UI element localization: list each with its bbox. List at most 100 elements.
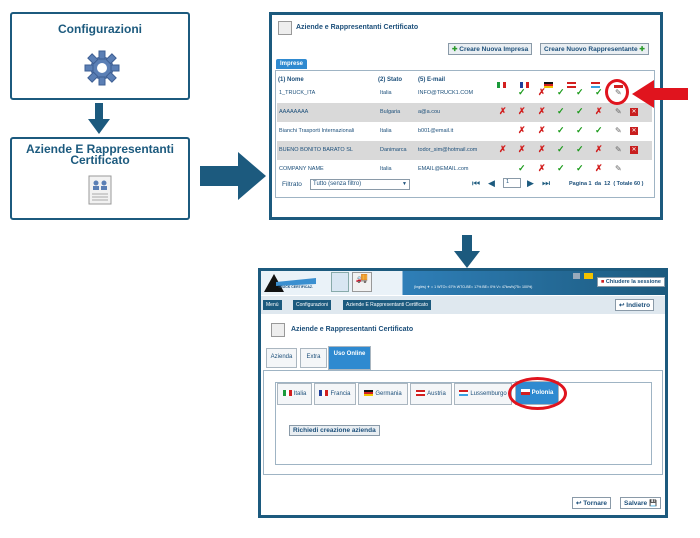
arrow-down-icon — [88, 103, 110, 134]
check-icon: ✓ — [595, 125, 603, 135]
app-icon-a[interactable] — [331, 272, 349, 292]
new-company-button[interactable]: ✚ Creare Nuova Impresa — [448, 43, 533, 55]
filter-value: Tutto (senza filtro) — [313, 181, 362, 187]
cross-icon: ✗ — [538, 125, 546, 135]
edit-icon[interactable]: ✎ — [615, 126, 622, 135]
request-company-button[interactable]: Richiedi creazione azienda — [289, 425, 380, 436]
breadcrumb-menu[interactable]: Menù — [263, 300, 282, 310]
back-button[interactable]: ↩ Indietro — [615, 299, 655, 311]
country-tab-italia[interactable]: Italia — [277, 383, 312, 405]
page-select-value: 1 — [506, 179, 510, 185]
country-label: Francia — [330, 391, 351, 397]
luxembourg-flag-icon — [459, 390, 469, 397]
aziende-rappresentanti-box[interactable]: Aziende E Rappresentanti Certificato — [10, 137, 190, 220]
row-email: b001@email.it — [418, 128, 454, 134]
germany-flag-icon — [543, 81, 553, 88]
next-page-button[interactable]: ▶ — [527, 178, 534, 188]
check-icon: ✓ — [518, 163, 526, 173]
france-flag-icon — [319, 390, 329, 397]
prev-page-button[interactable]: ◀ — [488, 178, 495, 188]
country-label: Germania — [375, 391, 402, 397]
cross-icon: ✗ — [499, 144, 507, 154]
col-header-state[interactable]: (2) Stato — [378, 77, 402, 83]
check-icon: ✓ — [576, 144, 584, 154]
row-state: Italia — [380, 128, 392, 134]
logout-button[interactable]: ■ Chiudere la sessione — [597, 277, 665, 287]
first-page-button[interactable]: ⏮ — [472, 178, 481, 188]
delete-icon[interactable]: ✕ — [630, 146, 638, 154]
logout-icon: ■ — [601, 279, 605, 285]
country-label: Lussemburgo — [470, 391, 507, 397]
row-state: Bulgaria — [380, 109, 401, 115]
breadcrumb-aziende[interactable]: Aziende E Rappresentanti Certificato — [343, 300, 431, 310]
row-state: Danimarca — [380, 147, 407, 153]
gear-icon — [84, 50, 120, 86]
edit-icon[interactable]: ✎ — [615, 145, 622, 154]
chevron-down-icon: ▼ — [402, 181, 407, 187]
cross-icon: ✗ — [595, 106, 603, 116]
check-icon: ✓ — [557, 106, 565, 116]
page-select[interactable]: 1 — [503, 178, 521, 188]
cross-icon: ✗ — [518, 125, 526, 135]
table-row[interactable]: Bianchi Trasporti Internazionali Italia b0… — [277, 122, 652, 141]
floppy-icon: 💾 — [648, 500, 658, 507]
col-header-email[interactable]: (5) E-mail — [418, 77, 446, 83]
save-button[interactable]: Salvare 💾 — [620, 497, 662, 509]
tab-content — [263, 370, 663, 475]
row-name: AAAAAAAA — [279, 109, 309, 115]
cross-icon: ✗ — [518, 144, 526, 154]
filter-label: Filtrato — [282, 181, 302, 188]
document-icon — [88, 175, 112, 205]
truck-logo: TRUCK CERTIFICAZ. — [262, 272, 318, 294]
aziende-title-line1: Aziende E Rappresentanti — [25, 142, 175, 156]
notify-icon[interactable] — [573, 273, 580, 279]
configurazioni-box[interactable]: Configurazioni — [10, 12, 190, 100]
delete-icon[interactable]: ✕ — [630, 108, 638, 116]
delete-icon[interactable]: ✕ — [630, 127, 638, 135]
italy-flag-icon — [497, 81, 506, 88]
row-name: Bianchi Trasporti Internazionali — [279, 128, 355, 134]
country-tab-francia[interactable]: Francia — [314, 383, 356, 405]
red-arrow-icon — [632, 80, 688, 108]
check-icon: ✓ — [518, 87, 526, 97]
arrow-down-icon — [454, 235, 480, 268]
tab-imprese[interactable]: Imprese — [276, 59, 308, 69]
country-label: Austria — [427, 391, 446, 397]
new-company-label: Creare Nuova Impresa — [459, 46, 529, 53]
tab-azienda[interactable]: Azienda — [266, 348, 297, 368]
detail-title: Aziende e Rappresentanti Certificato — [291, 326, 414, 333]
back-bottom-button[interactable]: ↩ Tornare — [572, 497, 611, 509]
cross-icon: ✗ — [499, 106, 507, 116]
check-icon: ✓ — [557, 87, 565, 97]
truck-icon[interactable]: 🚚 — [352, 272, 372, 292]
last-page-button[interactable]: ⏭ — [542, 178, 551, 188]
mail-icon[interactable] — [584, 273, 593, 279]
row-state: Italia — [380, 166, 392, 172]
row-name: 1_TRUCK_ITA — [279, 90, 316, 96]
col-header-name[interactable]: (1) Nome — [278, 77, 304, 83]
check-icon: ✓ — [576, 125, 584, 135]
breadcrumb-configurazioni[interactable]: Configurazioni — [293, 300, 331, 310]
country-tab-lussemburgo[interactable]: Lussemburgo — [454, 383, 512, 405]
row-name: COMPANY NAME — [279, 166, 324, 172]
country-tab-germania[interactable]: Germania — [358, 383, 408, 405]
plus-icon: ✚ — [452, 46, 458, 53]
pagination-info: Pagina 1 da 12 ( Totale 60 ) — [569, 181, 644, 187]
new-rep-button[interactable]: Creare Nuovo Rappresentante ✚ — [540, 43, 649, 55]
tab-extra[interactable]: Extra — [300, 348, 327, 368]
edit-icon[interactable]: ✎ — [615, 164, 622, 173]
back-arrow-icon: ↩ — [619, 302, 625, 309]
panel-title-icon — [278, 21, 292, 35]
logo-text: TRUCK CERTIFICAZ. — [278, 285, 313, 289]
tab-uso-online[interactable]: Uso Online — [328, 346, 371, 370]
filter-select[interactable]: Tutto (senza filtro) ▼ — [310, 179, 410, 190]
country-tab-austria[interactable]: Austria — [410, 383, 452, 405]
austria-flag-icon — [567, 81, 577, 88]
edit-icon[interactable]: ✎ — [615, 107, 622, 116]
arrow-right-icon — [200, 152, 266, 200]
row-email: todor_sim@hotmail.com — [418, 147, 478, 153]
